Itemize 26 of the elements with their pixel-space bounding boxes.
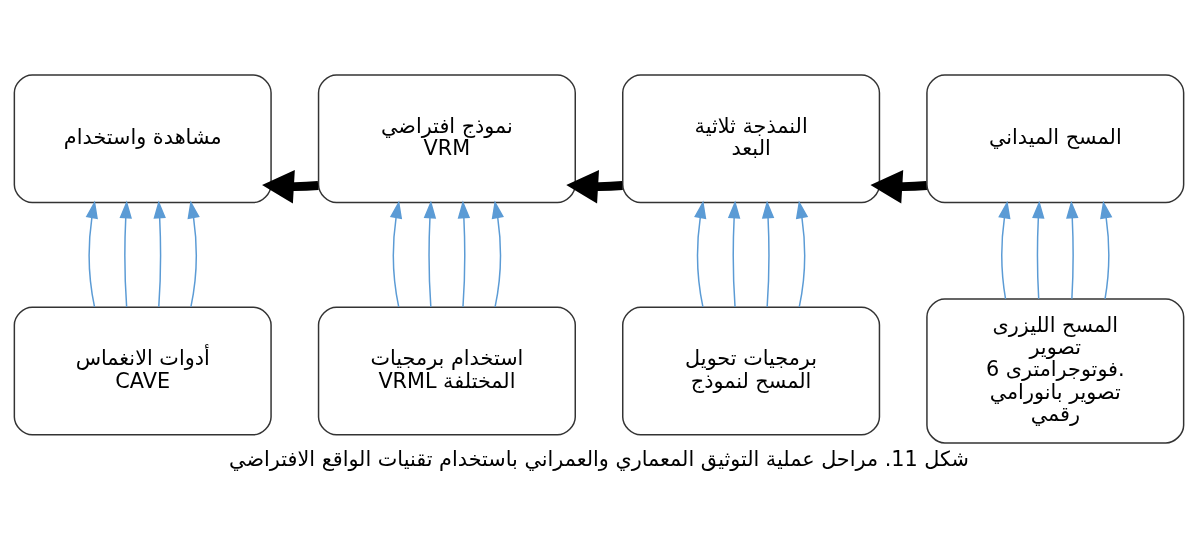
node-box: استخدام برمجيات VRML المختلفة [317,306,576,436]
node-box: المسح الميداني [926,74,1185,204]
arrow [85,200,98,308]
arrow [491,200,504,308]
arrow [423,200,437,308]
arrow [1032,200,1045,300]
node-box: المسح الليزرى تصوير فوتوجرامترى 6. تصوير بانورامي رقمي [926,298,1185,444]
arrow [1066,200,1079,300]
arrow [566,170,623,204]
arrow [694,200,707,308]
caption: شكل 11. مراحل عملية التوثيق المعماري والعمراني باستخدام تقنيات الواقع الافتراضي [229,446,969,471]
arrow [870,170,927,204]
node-box: مشاهدة واستخدام [13,74,272,204]
arrow [153,200,166,308]
arrow [795,200,809,308]
arrow [119,200,132,308]
arrow [389,200,403,308]
arrow [262,170,319,204]
arrow [457,200,471,308]
node-box: النمذجة ثلاثية البعد [622,74,881,204]
arrow [1100,200,1113,300]
arrow [998,200,1011,300]
arrow [761,200,775,308]
arrow [187,200,200,308]
node-box: برمجيات تحويل المسح لنموذج [622,306,881,436]
arrow [727,200,741,308]
